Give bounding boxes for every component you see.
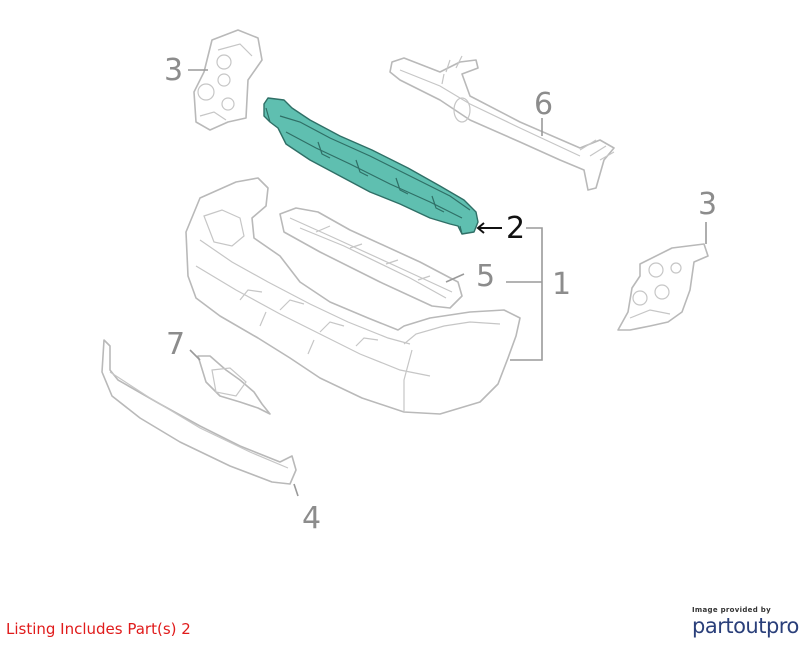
listing-note: Listing Includes Part(s) 2 [6,620,191,638]
leader-7 [189,349,201,361]
leader-5 [445,273,465,283]
part-1-bumper-cover [185,177,521,415]
callout-4: 4 [302,501,321,536]
provider-caption: Image provided by [692,606,771,614]
provider-brand: partoutpro [692,614,799,638]
part-3-left-bracket [193,29,263,131]
part-4-molding [101,339,297,485]
callout-6: 6 [534,87,553,122]
part-7-bracket [197,355,271,415]
callout-7: 7 [166,327,185,362]
provider-logo: Image provided by partoutpro [692,606,799,638]
part-5-step-pad [279,207,463,309]
callout-5: 5 [476,259,495,294]
callout-2: 2 [506,211,525,246]
callout-3-left: 3 [164,53,183,88]
callout-3-right: 3 [698,187,717,222]
part-3-right-bracket [617,243,709,331]
leader-1 [510,227,543,361]
leader-4 [293,483,299,497]
callout-1: 1 [552,267,571,302]
part-6-reinforcement [389,55,615,191]
part-2-energy-absorber [263,97,479,235]
leader-2-arrow [476,222,485,234]
